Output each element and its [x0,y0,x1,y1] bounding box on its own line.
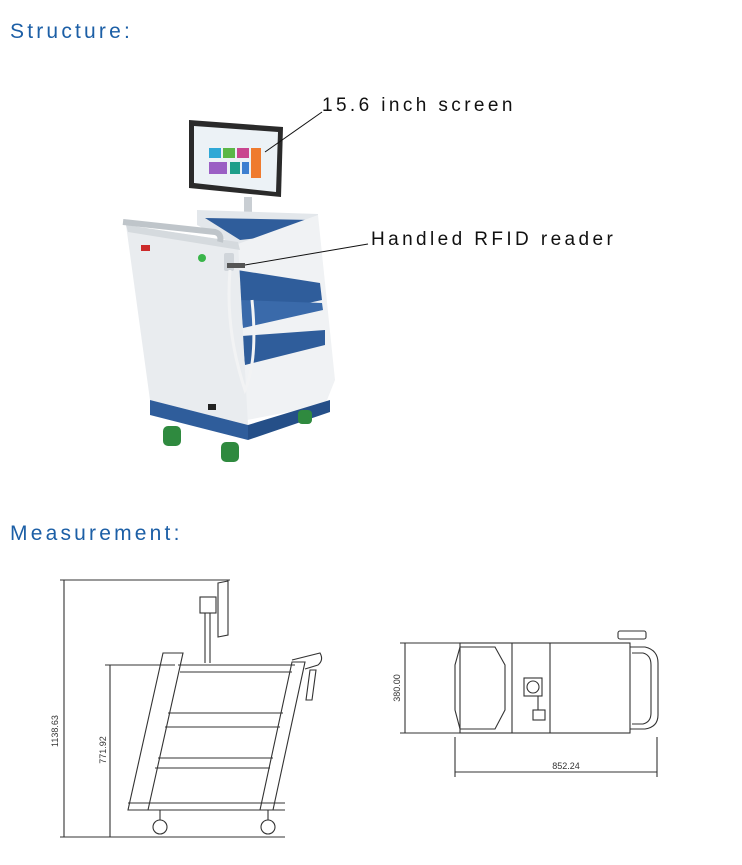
screen-leader-line [264,111,323,153]
screen-callout: 15.6 inch screen [322,95,516,116]
cart-render [122,111,369,462]
monitor-screen [189,120,283,232]
length-label: 852.24 [552,761,580,771]
reader-callout: Handled RFID reader [371,229,617,250]
structure-heading: Structure: [10,20,134,43]
wheels [163,410,312,462]
measurement-heading: Measurement: [10,522,183,545]
side-view-drawing: 1138.63 771.92 [50,579,323,838]
body-height-label: 771.92 [98,736,108,764]
rfid-reader [224,253,256,395]
total-height-label: 1138.63 [50,715,60,747]
reader-leader-line [244,243,369,266]
top-view-drawing: 380.00 852.24 [392,630,659,777]
depth-label: 380.00 [392,674,402,702]
